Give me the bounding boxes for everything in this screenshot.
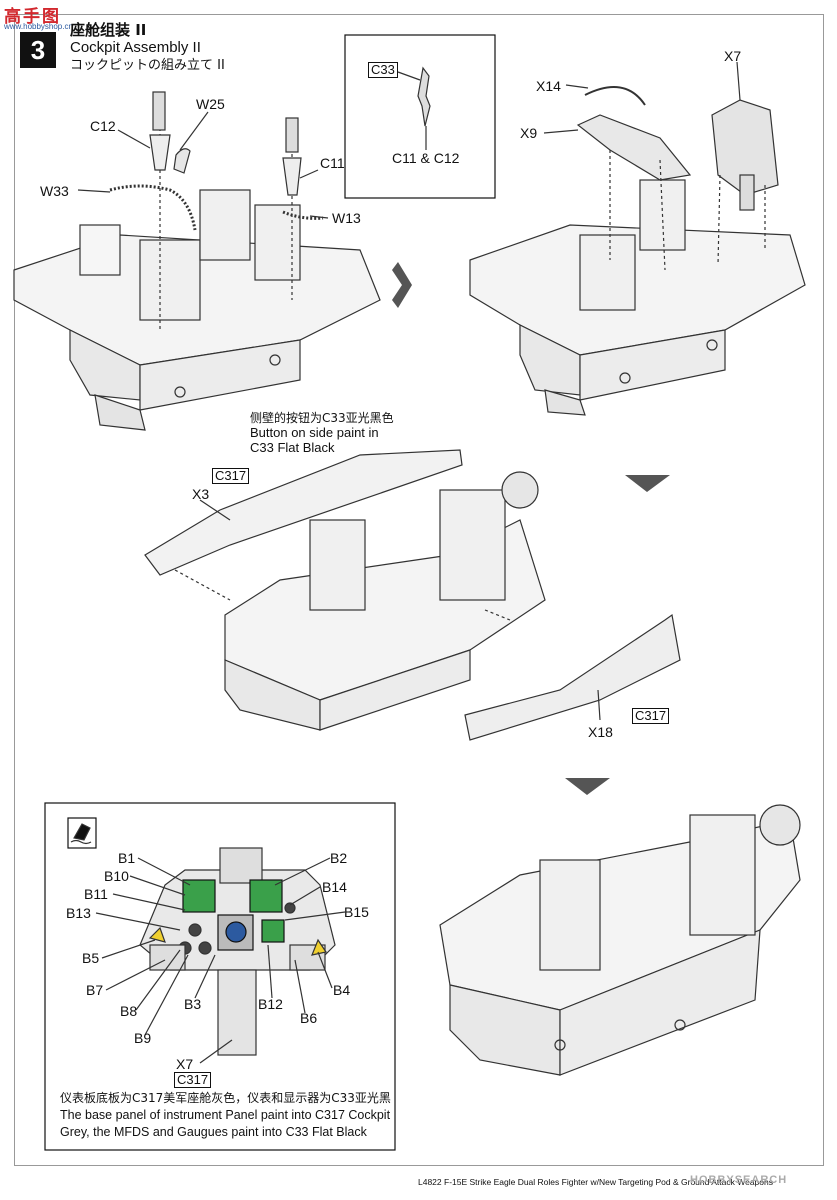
footer-model-title: L4822 F-15E Strike Eagle Dual Roles Figh… bbox=[418, 1177, 773, 1187]
footer-watermark: HOBBYSEARCH bbox=[690, 1174, 788, 1186]
title-jp: コックピットの組み立て II bbox=[70, 58, 225, 73]
label-w33: W33 bbox=[40, 183, 69, 199]
cockpit-tub-step3 bbox=[144, 449, 681, 741]
cockpit-tub-step1 bbox=[13, 91, 381, 431]
label-b12: B12 bbox=[258, 996, 283, 1012]
title-en: Cockpit Assembly II bbox=[70, 39, 201, 56]
label-b5: B5 bbox=[82, 950, 100, 966]
label-b7: B7 bbox=[86, 982, 104, 998]
step3-note-en-2: C33 Flat Black bbox=[250, 440, 335, 455]
label-b11: B11 bbox=[84, 886, 108, 902]
label-b6: B6 bbox=[300, 1010, 318, 1026]
instrument-panel-drawing bbox=[95, 847, 346, 1064]
arrow-down-2 bbox=[565, 778, 610, 795]
cockpit-final bbox=[439, 804, 801, 1076]
arrow-right bbox=[392, 262, 412, 308]
paint-icon bbox=[67, 817, 97, 849]
panel-inset-frame bbox=[44, 802, 396, 1151]
label-c11: C11 bbox=[320, 155, 345, 171]
label-b3: B3 bbox=[184, 996, 202, 1012]
label-b15: B15 bbox=[344, 904, 369, 920]
label-b13: B13 bbox=[66, 905, 91, 921]
step3-paint-bottom: C317 bbox=[632, 708, 670, 724]
label-b4: B4 bbox=[333, 982, 351, 998]
panel-note-cn: 仪表板底板为C317美军座舱灰色，仪表和显示器为C33亚光黑 bbox=[60, 1091, 391, 1105]
label-x7-top: X7 bbox=[724, 48, 742, 64]
inset-stick bbox=[397, 66, 431, 150]
watermark-url: www.hobbyshop.cn bbox=[4, 22, 73, 31]
panel-note-en-2: Grey, the MFDS and Gaugues paint into C3… bbox=[60, 1125, 367, 1139]
step3-note-cn: 侧壁的按钮为C33亚光黑色 bbox=[250, 411, 394, 425]
label-x9: X9 bbox=[520, 125, 538, 141]
inset-paint-code: C33 bbox=[368, 62, 398, 78]
step-number-badge: 3 bbox=[20, 32, 56, 68]
arrow-down-1 bbox=[625, 475, 670, 492]
label-x18: X18 bbox=[588, 724, 613, 740]
watermark-title: 高手图 bbox=[4, 7, 61, 27]
label-x14: X14 bbox=[536, 78, 561, 94]
label-b8: B8 bbox=[120, 1003, 138, 1019]
label-w13: W13 bbox=[332, 210, 361, 226]
label-b14: B14 bbox=[322, 879, 347, 895]
panel-paint-code: C317 bbox=[174, 1072, 212, 1088]
step3-paint-top: C317 bbox=[212, 468, 250, 484]
panel-note-en-1: The base panel of instrument Panel paint… bbox=[60, 1108, 391, 1122]
label-x3: X3 bbox=[192, 486, 210, 502]
cockpit-tub-step2 bbox=[469, 61, 806, 416]
label-b1: B1 bbox=[118, 850, 136, 866]
label-b10: B10 bbox=[104, 868, 129, 884]
label-x7-panel: X7 bbox=[176, 1056, 194, 1072]
inset-frame bbox=[344, 34, 496, 199]
label-c12: C12 bbox=[90, 118, 116, 134]
label-w25: W25 bbox=[196, 96, 225, 112]
label-b9: B9 bbox=[134, 1030, 152, 1046]
label-b2: B2 bbox=[330, 850, 348, 866]
step3-note-en-1: Button on side paint in bbox=[250, 425, 379, 440]
title-cn: 座舱组装 II bbox=[70, 21, 147, 39]
inset-parts: C11 & C12 bbox=[392, 150, 460, 166]
page-frame bbox=[14, 14, 824, 1166]
